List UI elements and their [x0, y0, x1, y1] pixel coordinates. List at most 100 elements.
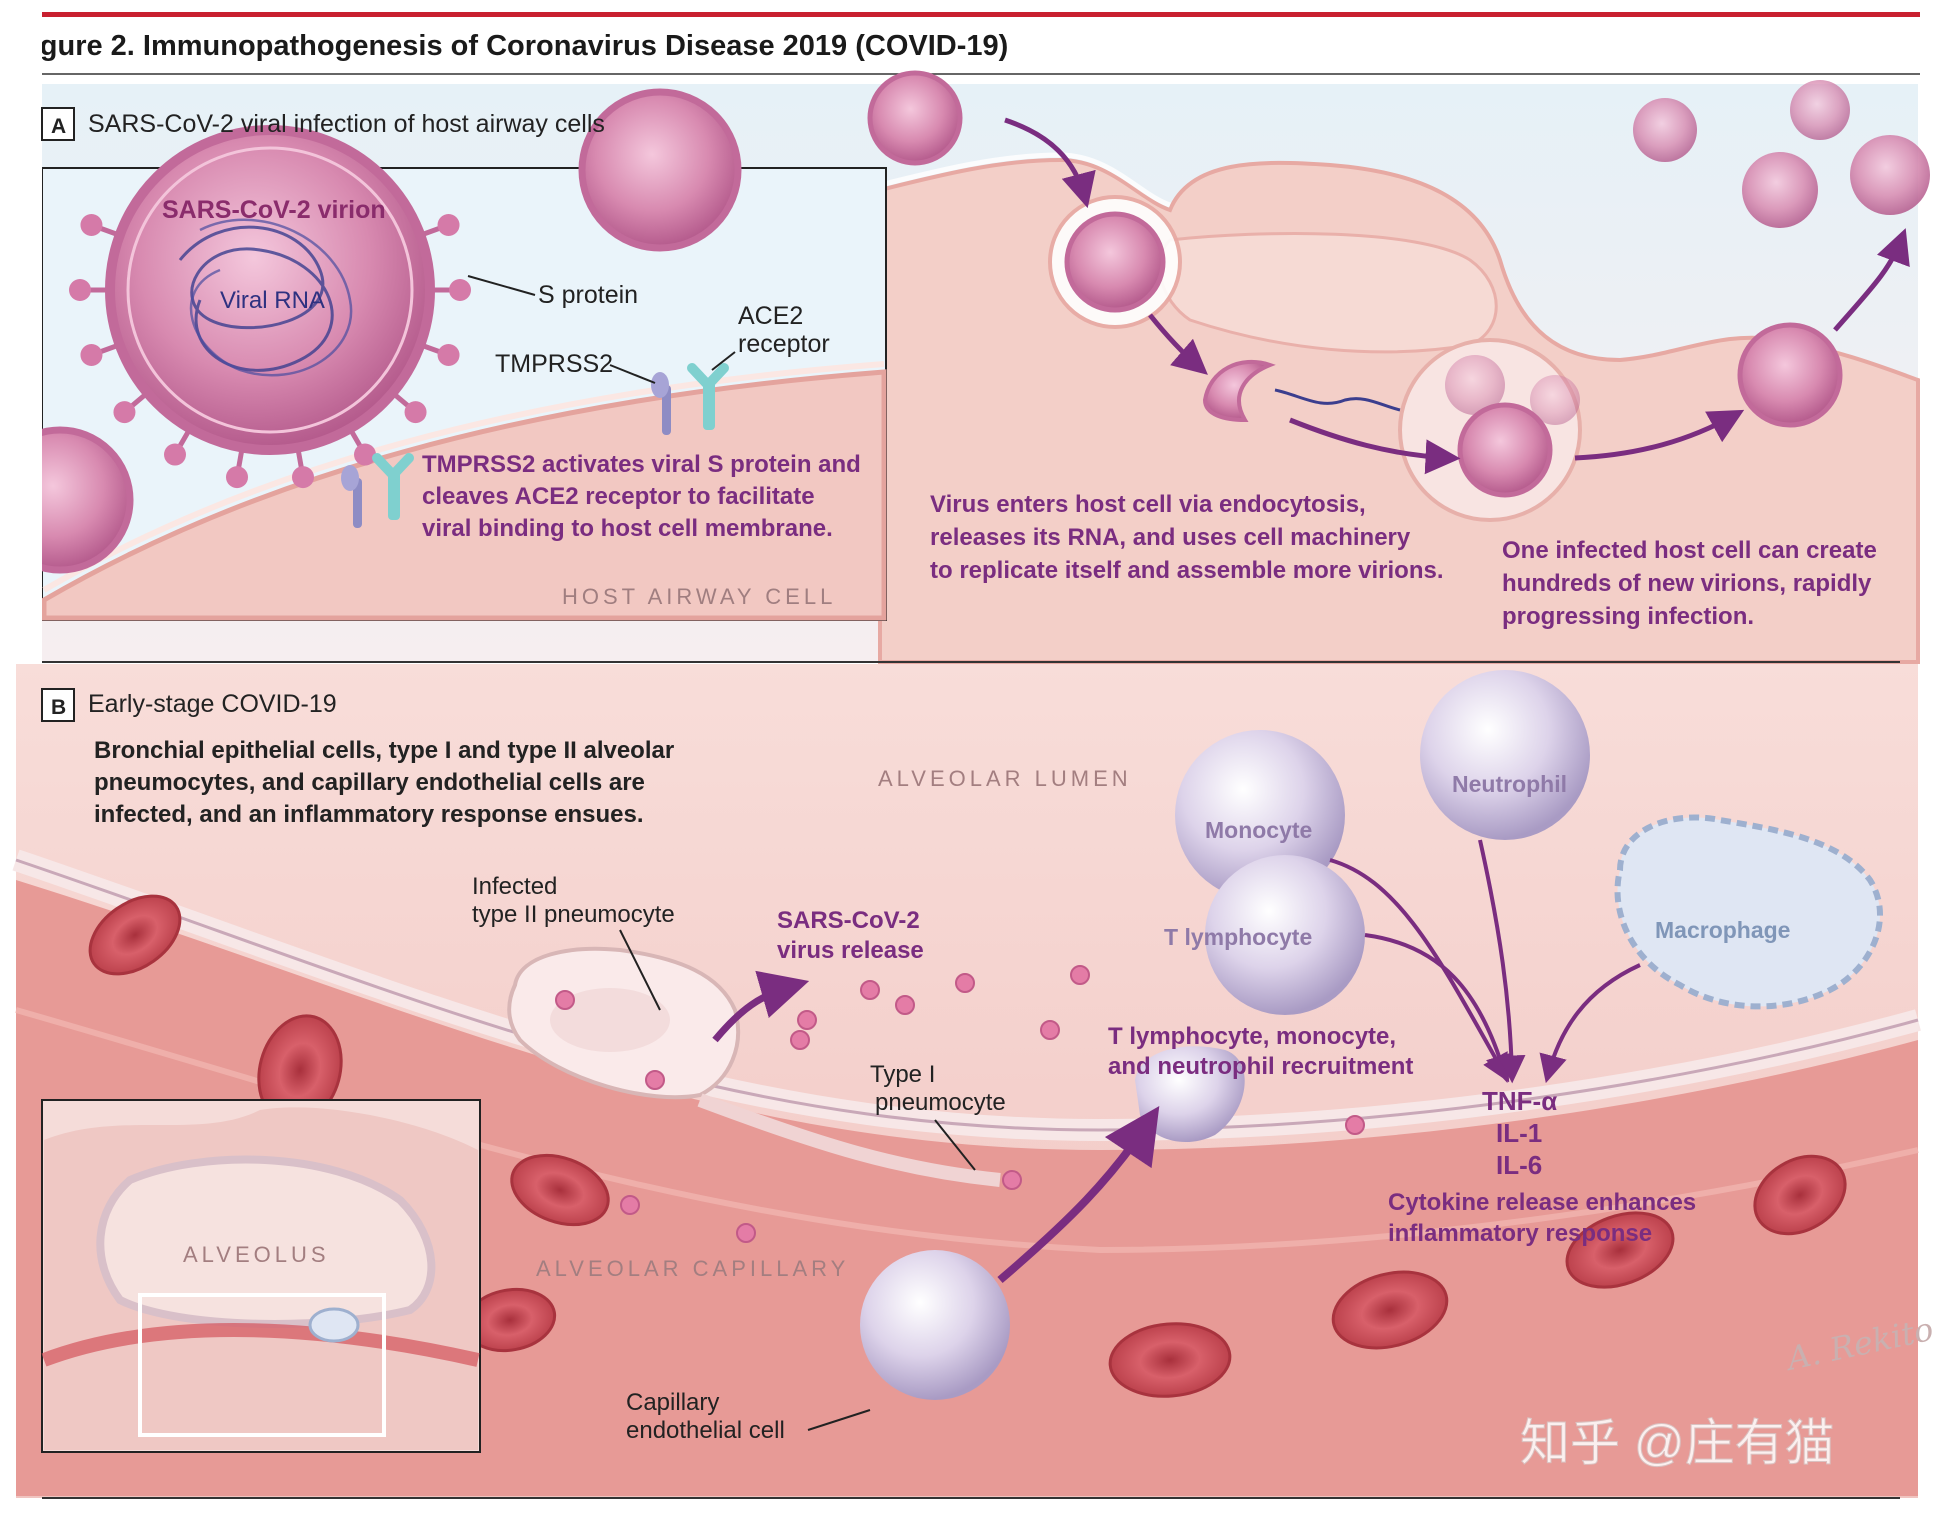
ace2-receptor-lower [372, 453, 414, 520]
tmprss2-note-line3: viral binding to host cell membrane. [422, 515, 833, 542]
ace2-label-line1: ACE2 [738, 302, 803, 330]
inset-virion-top [578, 88, 742, 252]
arrow-virus-release [712, 970, 810, 1043]
released-virion-1 [1742, 152, 1818, 228]
red-blood-cell [88, 894, 182, 976]
s-protein-spike-head [69, 279, 91, 301]
pneumocyte-nucleus [550, 988, 670, 1052]
neutrophil-cell [1420, 670, 1590, 840]
viral-rna-strand [178, 225, 334, 372]
cytokine-il1: IL-1 [1496, 1118, 1542, 1148]
virion-label: SARS-CoV-2 virion [162, 196, 386, 224]
endothelial-pointer [807, 1409, 871, 1431]
tmprss2-receptor-lower [341, 465, 362, 528]
intro-line3: infected, and an inflammatory response e… [94, 801, 644, 828]
red-blood-cell [1108, 1322, 1232, 1398]
s-protein-spike-head [449, 279, 471, 301]
alveolus-space [96, 1155, 436, 1328]
virus-particle [736, 1223, 756, 1243]
infected-pointer [619, 929, 661, 1011]
alveolus-label: ALVEOLUS [183, 1242, 330, 1267]
budding-virion [1737, 322, 1843, 428]
s-protein-label: S protein [538, 281, 638, 309]
released-virion-3 [1790, 80, 1850, 140]
infected-label-line2: type II pneumocyte [472, 901, 675, 928]
macrophage-label: Macrophage [1655, 917, 1790, 943]
infected-label-line1: Infected [472, 873, 557, 900]
panel-a-letter: A [51, 115, 66, 138]
arrow-endocytosis [1148, 313, 1208, 375]
assembled-virion [1457, 402, 1553, 498]
type-i-pointer [934, 1119, 976, 1171]
figure-title: Figure 2. Immunopathogenesis of Coronavi… [14, 30, 1008, 62]
monocyte-label: Monocyte [1205, 817, 1312, 843]
endothelial-label-line1: Capillary [626, 1389, 719, 1416]
host-airway-cell-label: HOST AIRWAY CELL [562, 584, 836, 609]
endocytosis-text-line2: releases its RNA, and uses cell machiner… [930, 524, 1411, 551]
virus-particle [790, 1030, 810, 1050]
s-protein-spike-head [291, 466, 314, 489]
type-i-label-line1: Type I [870, 1061, 935, 1088]
virus-particle [860, 980, 880, 1000]
cytokine-note-line2: inflammatory response [1388, 1220, 1652, 1247]
panel-a-letter-box [41, 107, 75, 141]
migrating-lymphocyte [1135, 1046, 1245, 1143]
inset-membrane [42, 361, 885, 593]
virus-particles [555, 965, 1365, 1243]
s-protein-spike-head [80, 343, 103, 366]
viral-rna-strand-2 [189, 218, 353, 377]
capillary-lymphocyte [860, 1250, 1010, 1400]
arrow-tcell-cytokine [1364, 933, 1513, 1084]
virus-particle [955, 973, 975, 993]
virus-particle [895, 995, 915, 1015]
released-virion-4 [1850, 135, 1930, 215]
tmprss2-label: TMPRSS2 [495, 350, 613, 378]
arrow-release [1833, 228, 1910, 332]
alveolar-capillary-label: ALVEOLAR CAPILLARY [536, 1256, 849, 1281]
intro-line2: pneumocytes, and capillary endothelial c… [94, 769, 645, 796]
virion-entering [867, 70, 963, 166]
host-airway-cell-body [41, 369, 887, 621]
s-protein-spike-head [354, 443, 376, 466]
type-i-label-line2: pneumocyte [875, 1089, 1006, 1116]
s-protein-spike-head [437, 343, 460, 366]
ace2-receptor [687, 363, 729, 430]
virus-particle [645, 1070, 665, 1090]
s-protein-spike-head [164, 443, 186, 466]
virus-particle [620, 1195, 640, 1215]
release-label-line1: SARS-CoV-2 [777, 907, 920, 934]
macrophage-cell [1614, 814, 1883, 1010]
s-protein-spike-head [80, 214, 103, 237]
released-virion-2 [1633, 98, 1697, 162]
recruitment-label-line1: T lymphocyte, monocyte, [1108, 1023, 1396, 1050]
red-blood-cells [88, 894, 1847, 1398]
intro-line1: Bronchial epithelial cells, type I and t… [94, 737, 674, 764]
s-protein-pointer [467, 275, 536, 296]
released-rna [1274, 388, 1401, 412]
arrow-assembly [1574, 409, 1745, 461]
arrow-monocyte-cytokine [1329, 858, 1510, 1083]
viral-rna-label: Viral RNA [220, 287, 325, 314]
virus-particle [1040, 1020, 1060, 1040]
virion-endocytosis [1064, 211, 1166, 313]
s-protein-spike-head [437, 214, 460, 237]
virus-particle [797, 1010, 817, 1030]
release-label-line2: virus release [777, 937, 924, 964]
neutrophil-label: Neutrophil [1452, 771, 1567, 797]
endocytosis-text-line3: to replicate itself and assemble more vi… [930, 557, 1444, 584]
s-protein-spike-head [226, 466, 249, 489]
assembling-virion-1 [1445, 355, 1505, 415]
tmprss2-note-line1: TMPRSS2 activates viral S protein and [422, 451, 861, 478]
replication-text-line3: progressing infection. [1502, 603, 1754, 630]
virus-particle [1345, 1115, 1365, 1135]
arrow-macrophage-cytokine [1539, 963, 1641, 1084]
red-blood-cell [1565, 1211, 1675, 1289]
panel-a-title: SARS-CoV-2 viral infection of host airwa… [88, 110, 605, 138]
virion-uncoating [1202, 359, 1276, 423]
sars-cov-2-virion [105, 125, 435, 455]
red-blood-cell [1753, 1154, 1847, 1236]
arrow-neutrophil-cytokine [1478, 839, 1526, 1084]
s-protein-spike-head [404, 401, 427, 424]
